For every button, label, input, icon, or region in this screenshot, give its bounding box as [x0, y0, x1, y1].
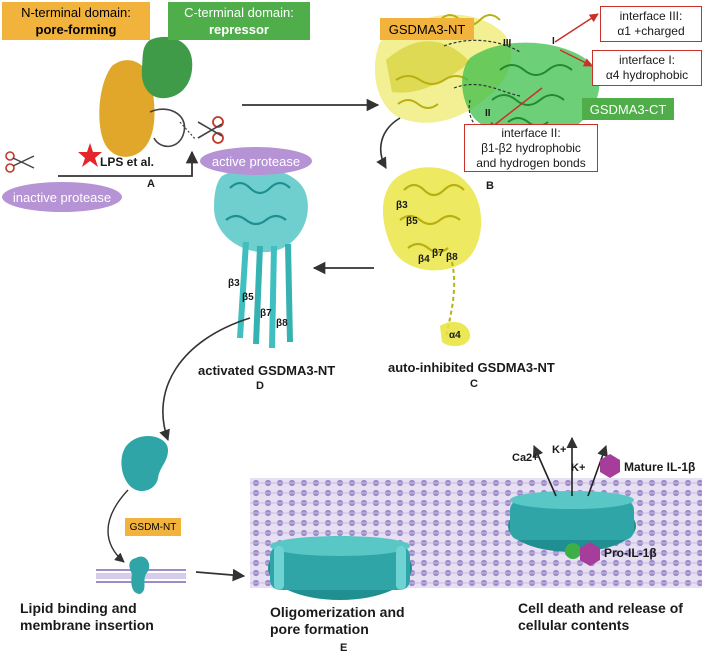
interface-i-detail: α4 hydrophobic: [605, 68, 689, 82]
pro-il1b-hexagon: [580, 542, 600, 566]
ca-ion-label: Ca2+: [512, 452, 539, 464]
pore-right: [508, 491, 636, 552]
roman-i: I: [552, 36, 555, 47]
nt-domain-function: pore-forming: [35, 22, 117, 37]
release-arrows: [532, 436, 608, 497]
pro-il1b-label: Pro-IL-1β: [604, 546, 657, 560]
activation-arrow: [58, 150, 199, 177]
linker: [149, 108, 186, 148]
mature-il1b-hexagon: [600, 454, 620, 478]
active-protease: active protease: [200, 147, 312, 175]
roman-ii: II: [485, 108, 491, 119]
nt-domain-label: N-terminal domain: pore-forming: [2, 2, 150, 40]
interface-ii-box: interface II: β1-β2 hydrophobic and hydr…: [464, 124, 598, 172]
gsdma3-ct-text: GSDMA3-CT: [589, 101, 667, 117]
gsdma3-nt-text: GSDMA3-NT: [388, 21, 466, 37]
cut-dotted-line: [179, 121, 197, 141]
c-beta4: β4: [418, 254, 430, 265]
pointer-interface-i: [559, 49, 593, 67]
panel-letter-a: A: [147, 178, 155, 190]
interface-iii-box: interface III: α1 +charged: [600, 6, 702, 42]
mature-il1b-label: Mature IL-1β: [624, 460, 696, 474]
ct-domain-shape: [141, 36, 193, 99]
step3-caption: Cell death and release of cellular conte…: [518, 600, 683, 634]
gsdma3-nt-label: GSDMA3-NT: [380, 18, 474, 40]
arrow-b-to-c: [376, 117, 401, 169]
structure-d: [214, 167, 308, 349]
scissors-icon-inactive: [5, 151, 35, 173]
gsdm-nt-text: GSDM-NT: [129, 521, 177, 533]
interface-i-title: interface I:: [618, 53, 676, 67]
c-beta7: β7: [432, 248, 444, 259]
ct-domain-label: C-terminal domain: repressor: [168, 2, 310, 40]
full-length-gasdermin: [99, 36, 193, 157]
d-beta3: β3: [228, 278, 240, 289]
arrow-to-pore: [195, 568, 246, 582]
pointer-interface-ii: [487, 87, 543, 131]
panel-letter-b: B: [486, 180, 494, 192]
arrow-to-membrane: [107, 489, 129, 563]
step3-line1: Cell death and release of: [518, 600, 683, 616]
c-alpha4: α4: [449, 330, 461, 341]
nt-domain-shape: [99, 60, 155, 157]
k-ion-label-2: K+: [571, 462, 586, 474]
interface-ii-detail: β1-β2 hydrophobic: [481, 140, 581, 155]
caption-c: auto-inhibited GSDMA3-NT: [388, 360, 555, 375]
scissors-icon: [197, 116, 224, 144]
interface-iii-detail: α1 +charged: [617, 24, 685, 38]
step2-line1: Oligomerization and: [270, 604, 405, 620]
step1-caption: Lipid binding and membrane insertion: [20, 600, 154, 634]
interface-i-box: interface I: α4 hydrophobic: [592, 50, 702, 86]
step1-line1: Lipid binding and: [20, 600, 137, 616]
inactive-protease: inactive protease: [2, 182, 122, 212]
pore-left: [268, 536, 412, 600]
step3-line2: cellular contents: [518, 617, 630, 633]
roman-iii: III: [503, 38, 512, 49]
step2-line2: pore formation: [270, 621, 369, 637]
d-beta5: β5: [242, 292, 254, 303]
c-beta8: β8: [446, 252, 458, 263]
gsdm-nt-blob: [121, 436, 168, 492]
ct-domain-title: C-terminal domain:: [184, 5, 294, 20]
arrow-d-to-e: [159, 317, 251, 442]
c-beta5: β5: [406, 216, 418, 227]
small-membrane: [96, 556, 186, 594]
interface-ii-detail-2: and hydrogen bonds: [476, 155, 586, 170]
nt-domain-title: N-terminal domain:: [21, 5, 131, 20]
gsdm-nt-label: GSDM-NT: [125, 518, 181, 536]
k-ion-label-1: K+: [552, 444, 567, 456]
caspase-circle: [565, 543, 581, 559]
caption-d: activated GSDMA3-NT: [198, 363, 336, 378]
pointer-interface-iii: [554, 13, 599, 43]
inactive-protease-label: inactive protease: [12, 189, 112, 205]
structure-b: [374, 14, 600, 139]
active-protease-label: active protease: [211, 153, 301, 169]
panel-letter-c: C: [470, 378, 478, 390]
panel-letter-e: E: [340, 642, 348, 654]
panel-letter-d: D: [256, 380, 264, 392]
d-beta7: β7: [260, 308, 272, 319]
gsdma3-ct-label: GSDMA3-CT: [582, 98, 674, 120]
c-beta3: β3: [396, 200, 408, 211]
lps-label: LPS et al.: [100, 155, 155, 169]
ct-domain-function: repressor: [209, 22, 269, 37]
step2-caption: Oligomerization and pore formation: [270, 604, 405, 638]
structure-c: [382, 167, 482, 347]
d-beta8: β8: [276, 318, 288, 329]
interface-iii-title: interface III:: [619, 9, 683, 23]
star-icon: [78, 143, 102, 167]
interface-ii-title: interface II:: [501, 125, 561, 140]
step1-line2: membrane insertion: [20, 617, 154, 633]
